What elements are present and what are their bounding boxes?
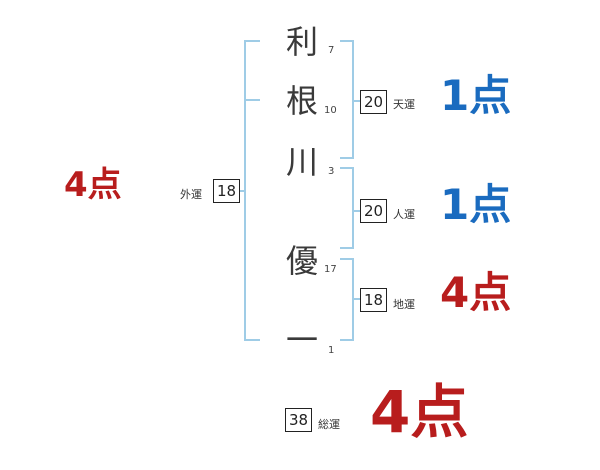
tenun-bracket-top bbox=[340, 40, 354, 42]
tenun-value: 20 bbox=[360, 90, 387, 114]
outer-bracket-top bbox=[244, 40, 260, 42]
name-char-5: 一 bbox=[285, 321, 318, 359]
name-char-2: 根 bbox=[285, 82, 318, 120]
stroke-count-3: 3 bbox=[328, 166, 335, 177]
gaiun-value: 18 bbox=[213, 179, 240, 203]
stroke-count-4: 17 bbox=[324, 264, 337, 275]
jinun-value: 20 bbox=[360, 199, 387, 223]
jinun-bracket-connector bbox=[352, 210, 360, 212]
outer-bracket-bottom bbox=[244, 339, 260, 341]
souun-value: 38 bbox=[285, 408, 312, 432]
souun-score: 4点 bbox=[370, 378, 469, 446]
jinun-score: 1点 bbox=[440, 180, 512, 229]
jinun-bracket-top bbox=[340, 167, 354, 169]
gaiun-score: 4点 bbox=[64, 165, 122, 205]
name-char-1: 利 bbox=[285, 23, 318, 61]
tenun-bracket-vertical bbox=[352, 40, 354, 159]
outer-bracket-mid bbox=[244, 99, 260, 101]
tenun-bracket-connector bbox=[352, 100, 360, 102]
chiun-label: 地運 bbox=[393, 298, 415, 311]
jinun-label: 人運 bbox=[393, 208, 415, 221]
chiun-bracket-top bbox=[340, 258, 354, 260]
jinun-bracket-vertical bbox=[352, 167, 354, 249]
name-char-4: 優 bbox=[285, 242, 318, 280]
tenun-bracket-bottom bbox=[340, 157, 354, 159]
outer-bracket-connector bbox=[240, 190, 246, 192]
stroke-count-5: 1 bbox=[328, 345, 335, 356]
jinun-bracket-bottom bbox=[340, 247, 354, 249]
chiun-score: 4点 bbox=[440, 268, 512, 317]
chiun-value: 18 bbox=[360, 288, 387, 312]
gaiun-label: 外運 bbox=[180, 188, 202, 201]
tenun-label: 天運 bbox=[393, 98, 415, 111]
chiun-bracket-connector bbox=[352, 298, 360, 300]
stroke-count-2: 10 bbox=[324, 105, 337, 116]
tenun-score: 1点 bbox=[440, 71, 512, 120]
souun-label: 総運 bbox=[318, 418, 340, 431]
stroke-count-1: 7 bbox=[328, 45, 335, 56]
name-char-3: 川 bbox=[285, 143, 318, 181]
chiun-bracket-bottom bbox=[340, 339, 354, 341]
